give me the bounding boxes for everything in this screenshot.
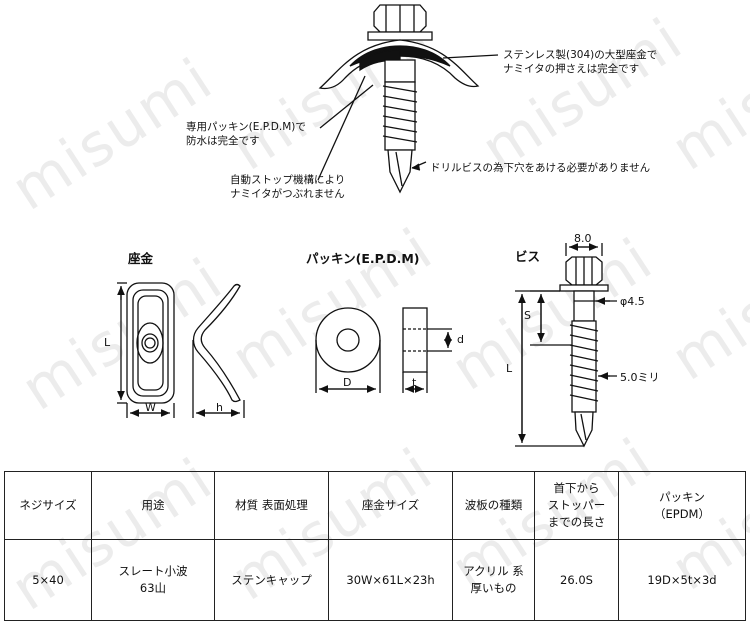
table-cell: 30W×61L×23h bbox=[328, 539, 453, 621]
stopper-callout: 自動ストップ機構により ナミイタがつぶれません bbox=[230, 174, 346, 200]
packing-t-label: t bbox=[412, 376, 417, 389]
washer-callout: ステンレス製(304)の大型座金で ナミイタの押さえは完全です bbox=[503, 49, 658, 75]
table-cell: ステンキャップ bbox=[214, 539, 329, 621]
screw-thread-label: 5.0ミリ bbox=[620, 371, 660, 384]
screw-shank-label: φ4.5 bbox=[620, 295, 645, 308]
screw-L-label: L bbox=[506, 362, 513, 375]
washer-h-label: h bbox=[216, 401, 223, 414]
product-diagram bbox=[117, 4, 617, 448]
washer-front-view bbox=[117, 282, 175, 418]
packing-front-view bbox=[315, 307, 381, 393]
screw-diagram bbox=[515, 243, 617, 448]
washer-W-label: W bbox=[145, 401, 156, 414]
table-cell: 19D×5t×3d bbox=[618, 539, 746, 621]
header-cell: 座金サイズ bbox=[328, 471, 453, 540]
spec-table: ネジサイズ 用途 材質 表面処理 座金サイズ 波板の種類 首下から ストッパー … bbox=[4, 471, 746, 621]
screw-S-label: S bbox=[524, 309, 531, 322]
washer-L-label: L bbox=[104, 336, 111, 349]
table-header-row: ネジサイズ 用途 材質 表面処理 座金サイズ 波板の種類 首下から ストッパー … bbox=[4, 471, 746, 540]
assembly-illustration bbox=[318, 4, 480, 194]
header-cell: 首下から ストッパー までの長さ bbox=[534, 471, 619, 540]
screw-head-label: 8.0 bbox=[574, 232, 592, 245]
header-cell: 材質 表面処理 bbox=[214, 471, 329, 540]
table-cell: 26.0S bbox=[534, 539, 619, 621]
packing-D-label: D bbox=[343, 376, 352, 389]
washer-title: 座金 bbox=[128, 251, 154, 266]
table-cell: アクリル 系 厚いもの bbox=[452, 539, 535, 621]
packing-side-view bbox=[402, 307, 452, 393]
drill-callout: ドリルビスの為下穴をあける必要がありません bbox=[430, 162, 651, 174]
header-cell: 波板の種類 bbox=[452, 471, 535, 540]
header-cell: パッキン （EPDM） bbox=[618, 471, 746, 540]
table-row: 5×40 スレート小波 63山 ステンキャップ 30W×61L×23h アクリル… bbox=[4, 539, 746, 621]
packing-title: パッキン(E.P.D.M) bbox=[306, 251, 420, 266]
header-cell: 用途 bbox=[91, 471, 215, 540]
packing-callout: 専用パッキン(E.P.D.M)で 防水は完全です bbox=[186, 121, 306, 147]
table-cell: スレート小波 63山 bbox=[91, 539, 215, 621]
washer-side-view bbox=[192, 283, 245, 418]
screw-title: ビス bbox=[515, 249, 541, 264]
header-cell: ネジサイズ bbox=[4, 471, 92, 540]
table-cell: 5×40 bbox=[4, 539, 92, 621]
packing-d-label: d bbox=[457, 333, 464, 346]
